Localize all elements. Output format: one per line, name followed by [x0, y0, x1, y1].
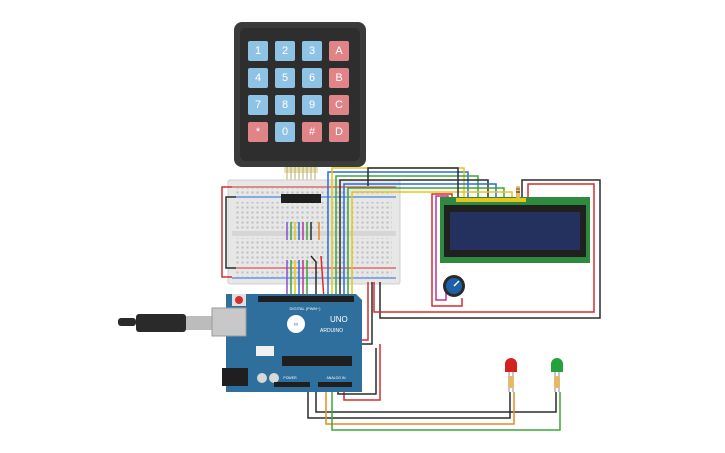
- key-5[interactable]: 5: [275, 68, 295, 88]
- key-cap: [275, 68, 295, 88]
- key-label: 4: [255, 72, 261, 84]
- key-cap: [275, 95, 295, 115]
- breadboard[interactable]: [227, 179, 401, 285]
- power-header: [274, 382, 310, 387]
- wire-red-rail-left: [221, 186, 232, 278]
- usb-plug-body: [136, 314, 186, 332]
- microcontroller-chip: [282, 356, 352, 366]
- usb-plug-metal: [186, 316, 212, 330]
- usb-port[interactable]: [211, 307, 247, 337]
- potentiometer-indicator: [453, 280, 460, 287]
- key-cap: [248, 95, 268, 115]
- key-0[interactable]: 0: [275, 122, 295, 142]
- power-label: POWER: [283, 376, 297, 380]
- green-led-lens: [551, 358, 563, 372]
- key-label: 2: [282, 45, 288, 57]
- potentiometer[interactable]: [443, 275, 465, 297]
- key-9[interactable]: 9: [302, 95, 322, 115]
- key-cap: [329, 122, 349, 142]
- key-label: 8: [282, 99, 288, 111]
- key-1[interactable]: 1: [248, 41, 268, 61]
- key-label: B: [335, 72, 342, 84]
- key-label: *: [256, 126, 261, 138]
- key-label: 6: [309, 72, 315, 84]
- wires: [221, 167, 601, 431]
- key-*[interactable]: *: [248, 122, 268, 142]
- arduino-logo-symbol: ∞: [294, 322, 298, 328]
- key-label: 0: [282, 126, 288, 138]
- key-label: 9: [309, 99, 315, 111]
- key-label: D: [335, 126, 343, 138]
- keypad-header-connector: [281, 194, 321, 203]
- reset-button[interactable]: [235, 296, 243, 304]
- red-led-resistor: [508, 376, 514, 388]
- key-label: 3: [309, 45, 315, 57]
- key-D[interactable]: D: [329, 122, 349, 142]
- analog-header: [318, 382, 352, 387]
- model-label: UNO: [330, 315, 348, 324]
- key-8[interactable]: 8: [275, 95, 295, 115]
- key-B[interactable]: B: [329, 68, 349, 88]
- key-cap: [329, 68, 349, 88]
- key-6[interactable]: 6: [302, 68, 322, 88]
- wire-black-rail-left: [225, 196, 236, 269]
- key-label: 7: [255, 99, 261, 111]
- brand-label: ARDUINO: [320, 328, 343, 334]
- usb-cable: [118, 314, 212, 332]
- usb-cable-end: [118, 318, 136, 326]
- key-label: C: [335, 99, 343, 111]
- arduino-board: [226, 294, 362, 392]
- voltage-regulator: [256, 346, 274, 356]
- power-jack[interactable]: [222, 368, 248, 386]
- key-cap: [302, 122, 322, 142]
- key-#[interactable]: #: [302, 122, 322, 142]
- digital-header: [258, 296, 354, 302]
- bottom-rail-holes: [236, 269, 392, 277]
- key-cap: [248, 68, 268, 88]
- lcd-resistor: [516, 186, 520, 198]
- lower-terminal-holes: [236, 238, 392, 266]
- green-led-resistor: [554, 376, 560, 388]
- key-cap: [302, 95, 322, 115]
- capacitor-left: [257, 373, 267, 383]
- key-label: 5: [282, 72, 288, 84]
- key-label: 1: [255, 45, 261, 57]
- green-led[interactable]: [551, 358, 563, 392]
- key-3[interactable]: 3: [302, 41, 322, 61]
- key-cap: [302, 41, 322, 61]
- red-led[interactable]: [505, 358, 517, 392]
- upper-terminal-holes: [236, 202, 392, 230]
- key-C[interactable]: C: [329, 95, 349, 115]
- key-cap: [302, 68, 322, 88]
- key-cap: [329, 95, 349, 115]
- key-A[interactable]: A: [329, 41, 349, 61]
- key-label: A: [335, 45, 343, 57]
- red-led-lens: [505, 358, 517, 372]
- capacitor-right: [269, 373, 279, 383]
- key-cap: [275, 41, 295, 61]
- key-4[interactable]: 4: [248, 68, 268, 88]
- key-cap: [329, 41, 349, 61]
- digital-label: DIGITAL (PWM~): [290, 306, 322, 311]
- key-cap: [248, 41, 268, 61]
- keypad-keys: 1 2 3 A 4 5 6 B 7 8 9 C * 0 # D: [248, 41, 349, 142]
- analog-label: ANALOG IN: [326, 376, 346, 380]
- center-channel: [232, 231, 396, 236]
- key-2[interactable]: 2: [275, 41, 295, 61]
- lcd-module[interactable]: [440, 197, 590, 263]
- lcd-screen: [450, 212, 580, 250]
- keypad[interactable]: 1 2 3 A 4 5 6 B 7 8 9 C * 0 # D: [234, 22, 366, 196]
- key-7[interactable]: 7: [248, 95, 268, 115]
- top-rail-holes: [236, 188, 392, 196]
- key-label: #: [309, 126, 316, 138]
- key-cap: [248, 122, 268, 142]
- arduino-logo: [287, 315, 305, 333]
- key-cap: [275, 122, 295, 142]
- lcd-pins: [456, 198, 526, 202]
- arduino-uno[interactable]: DIGITAL (PWM~) ∞ ARDUINO UNO POWER ANALO…: [211, 294, 362, 392]
